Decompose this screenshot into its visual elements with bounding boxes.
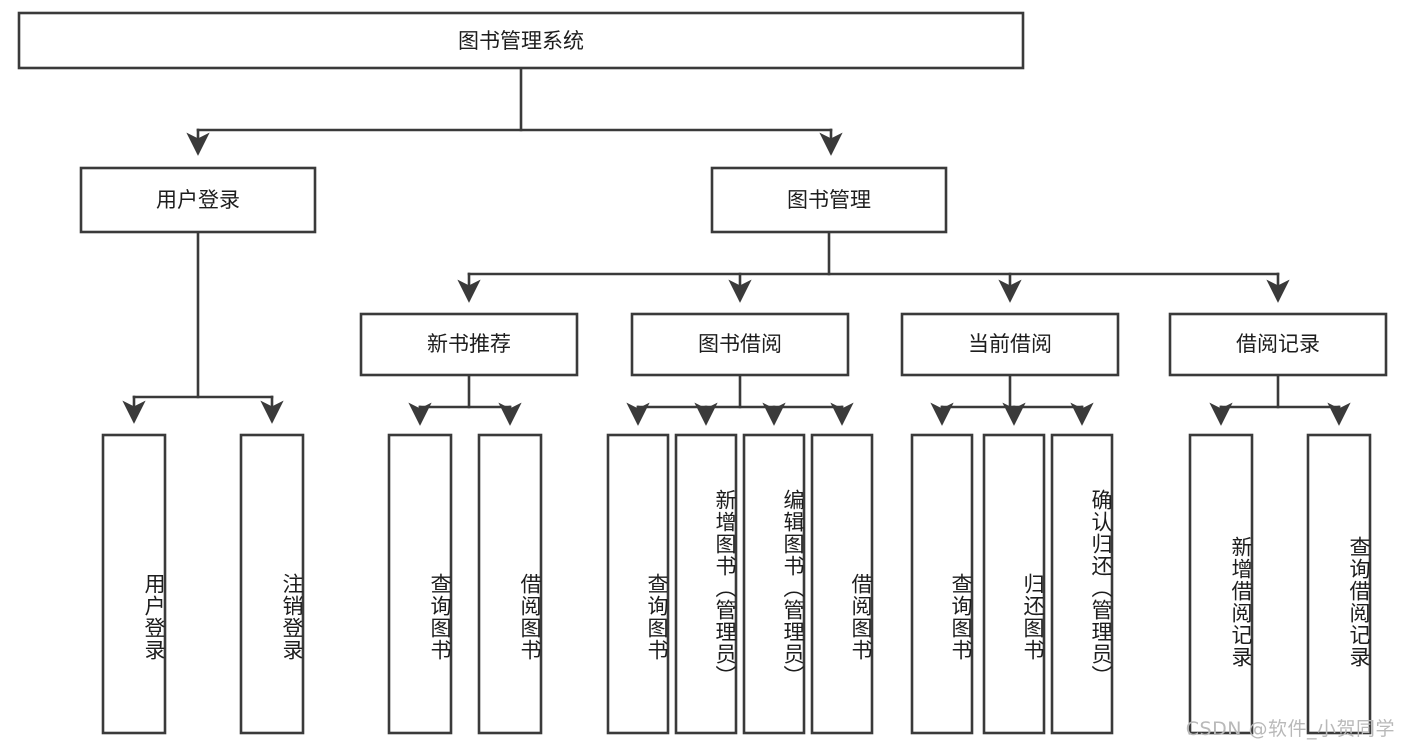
node-borrow-record-box[interactable]: [1168, 312, 1388, 377]
node-root-box[interactable]: [17, 11, 1025, 70]
node-leaf-borrow-edit-box[interactable]: [742, 433, 806, 735]
node-root-label: 图书管理系统: [458, 29, 584, 53]
node-new-book-rec[interactable]: 新书推荐: [359, 312, 579, 377]
node-leaf-borrow-add-box[interactable]: [674, 433, 738, 735]
node-leaf-cur-query-box[interactable]: [910, 433, 974, 735]
node-new-book-rec-label: 新书推荐: [427, 332, 511, 356]
node-book-admin-box[interactable]: [710, 166, 948, 234]
node-book-admin[interactable]: 图书管理: [710, 166, 948, 234]
node-leaf-rec-borrow-box[interactable]: [477, 433, 543, 735]
node-book-admin-label: 图书管理: [787, 188, 871, 212]
node-borrow-record[interactable]: 借阅记录: [1168, 312, 1388, 377]
edges-group: [122, 66, 1351, 426]
node-leaf-cur-confirm-box[interactable]: [1050, 433, 1114, 735]
node-leaf-user-login-box[interactable]: [101, 433, 167, 735]
node-leaf-borrow-query-box[interactable]: [606, 433, 670, 735]
node-book-borrow[interactable]: 图书借阅: [630, 312, 850, 377]
node-current-borrow[interactable]: 当前借阅: [900, 312, 1120, 377]
node-new-book-rec-box[interactable]: [359, 312, 579, 377]
node-borrow-record-label: 借阅记录: [1236, 332, 1320, 356]
node-current-borrow-label: 当前借阅: [968, 332, 1052, 356]
node-book-borrow-box[interactable]: [630, 312, 850, 377]
node-leaf-cur-return-box[interactable]: [982, 433, 1046, 735]
node-user-login-box[interactable]: [79, 166, 317, 234]
leaf-boxes-group: [101, 433, 1372, 735]
node-leaf-rec-query-box[interactable]: [387, 433, 453, 735]
node-root[interactable]: 图书管理系统: [17, 11, 1025, 70]
node-user-login-label: 用户登录: [156, 188, 240, 212]
node-leaf-borrow-do-box[interactable]: [810, 433, 874, 735]
node-book-borrow-label: 图书借阅: [698, 332, 782, 356]
node-current-borrow-box[interactable]: [900, 312, 1120, 377]
node-leaf-user-logout-box[interactable]: [239, 433, 305, 735]
node-user-login[interactable]: 用户登录: [79, 166, 317, 234]
csdn-watermark: CSDN @软件_小贺同学: [1185, 718, 1395, 740]
node-leaf-rec-query2-box[interactable]: [1306, 433, 1372, 735]
node-leaf-rec-add-box[interactable]: [1188, 433, 1254, 735]
